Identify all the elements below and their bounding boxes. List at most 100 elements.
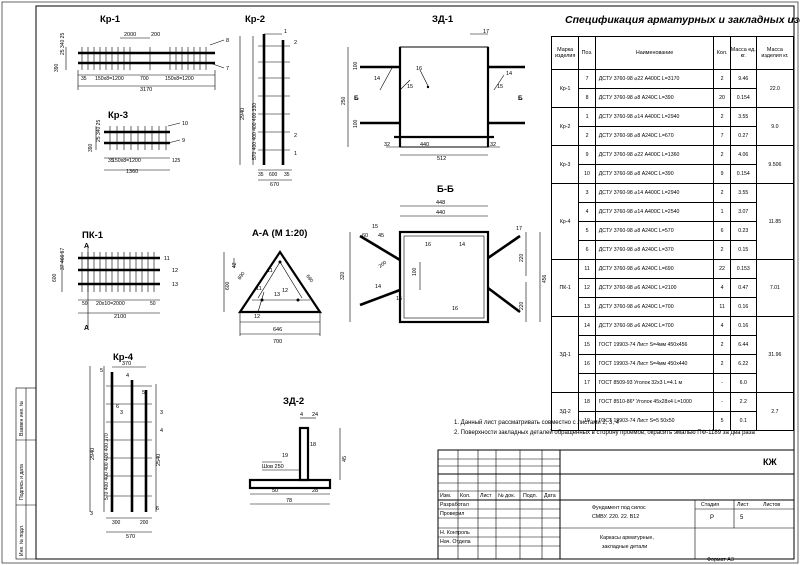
- svg-text:646: 646: [273, 327, 282, 333]
- spec-pos-cell: 11: [578, 259, 596, 279]
- spec-qty-cell: 1: [713, 202, 731, 222]
- svg-text:100: 100: [353, 61, 359, 70]
- spec-name-cell: ГОСТ 8510-86* Уголок 45х28х4 L=1000: [594, 392, 715, 412]
- spec-header-total-mass: Масса изделия кг.: [755, 36, 795, 70]
- svg-text:3: 3: [120, 410, 123, 416]
- kr3-drawing: Кр-3 150x8=1200 35 125 1360 10 9 390 25 …: [88, 110, 188, 175]
- svg-text:150x8=1200: 150x8=1200: [112, 158, 141, 164]
- svg-text:456: 456: [542, 274, 548, 283]
- spec-pos-cell: 1: [578, 107, 596, 127]
- drawing-frame: [35, 5, 795, 560]
- svg-text:440: 440: [420, 142, 429, 148]
- spec-mass-cell: 0.27: [729, 126, 757, 146]
- svg-text:11: 11: [267, 268, 273, 274]
- svg-text:15: 15: [407, 84, 413, 90]
- spec-name-cell: ДСТУ 3760-98 ⌀8 А240С L=570: [594, 221, 715, 241]
- svg-text:2540: 2540: [156, 454, 162, 466]
- tb-project-line1: Фундамент под силос: [592, 505, 646, 511]
- svg-text:50: 50: [272, 488, 278, 494]
- svg-text:390: 390: [88, 143, 94, 152]
- svg-text:220: 220: [519, 301, 525, 310]
- spec-mass-cell: 0.15: [729, 240, 757, 260]
- svg-text:37 466 97: 37 466 97: [60, 248, 66, 270]
- svg-text:14: 14: [374, 76, 380, 82]
- spec-qty-cell: 4: [713, 316, 731, 336]
- tb-project-line2: СМВУ. 220. 22. В12: [592, 514, 640, 520]
- kr2-drawing: Кр-2 1 2 2 1 2940 570 400 400 400 400 33…: [239, 14, 297, 188]
- spec-qty-cell: 2: [713, 69, 731, 89]
- svg-text:50: 50: [150, 301, 156, 307]
- tb-list-number: 5: [740, 515, 744, 521]
- svg-text:А: А: [84, 243, 89, 250]
- spec-total-cell: 11.85: [755, 183, 795, 260]
- spec-qty-cell: 11: [713, 297, 731, 317]
- svg-text:12: 12: [172, 268, 178, 274]
- tb-stadiya: Р: [710, 515, 715, 521]
- svg-text:220: 220: [519, 253, 525, 262]
- spec-mark-cell: Кр-4: [550, 183, 580, 260]
- spec-mass-cell: 3.55: [729, 183, 757, 203]
- svg-text:32: 32: [490, 142, 496, 148]
- tb-hdr-podp: Подп.: [523, 493, 538, 499]
- kr4-title: Кр-4: [113, 352, 134, 363]
- svg-text:390: 390: [54, 63, 60, 72]
- svg-text:20x10=2000: 20x10=2000: [96, 301, 125, 307]
- svg-text:200: 200: [151, 32, 160, 38]
- spec-pos-cell: 5: [578, 221, 596, 241]
- svg-text:Б: Б: [518, 95, 523, 102]
- spec-pos-cell: 8: [578, 88, 596, 108]
- svg-text:35: 35: [108, 158, 114, 164]
- note-2: 2. Поверхности закладных деталей обращен…: [454, 430, 755, 436]
- bb-section: Б-Б 448 440 15 45 60 16 14 14 15 16 17 3…: [340, 184, 548, 324]
- svg-text:200: 200: [140, 520, 149, 526]
- tb-hdr-listov: Листов: [763, 502, 781, 508]
- spec-pos-cell: 6: [578, 240, 596, 260]
- spec-mass-cell: 6.44: [729, 335, 757, 355]
- spec-qty-cell: 2: [713, 107, 731, 127]
- svg-text:45: 45: [378, 233, 384, 239]
- spec-mass-cell: 0.153: [729, 259, 757, 279]
- spec-name-cell: ГОСТ 19903-74 Лист S=4мм 450х440: [594, 354, 715, 374]
- spec-mass-cell: 0.16: [729, 297, 757, 317]
- spec-mass-cell: 3.07: [729, 202, 757, 222]
- spec-mass-cell: 0.23: [729, 221, 757, 241]
- svg-text:17: 17: [516, 226, 522, 232]
- spec-header-row: Марка изделия Поз. Наименование Кол. Мас…: [550, 36, 795, 70]
- spec-name-cell: ДСТУ 3760-98 ⌀8 А240С L=390: [594, 164, 715, 184]
- spec-pos-cell: 17: [578, 373, 596, 393]
- svg-text:13: 13: [274, 292, 280, 298]
- svg-text:Шов 250: Шов 250: [262, 464, 284, 470]
- svg-text:570 400 400 400 400 400 370: 570 400 400 400 400 400 370: [104, 433, 110, 500]
- spec-name-cell: ДСТУ 3760-98 ⌀22 А400С L=3170: [594, 69, 715, 89]
- svg-text:14: 14: [459, 242, 465, 248]
- svg-text:16: 16: [416, 66, 422, 72]
- spec-total-cell: 31.96: [755, 316, 795, 393]
- svg-text:35: 35: [258, 172, 264, 178]
- svg-text:1360: 1360: [126, 169, 138, 175]
- spec-mass-cell: 0.154: [729, 164, 757, 184]
- spec-mass-cell: 4.06: [729, 145, 757, 165]
- tb-proveril: Проверил: [440, 511, 465, 517]
- zd1-title: ЗД-1: [432, 14, 454, 25]
- spec-name-cell: ДСТУ 3760-98 ⌀6 А240С L=700: [594, 297, 715, 317]
- spec-qty-cell: -: [713, 373, 731, 393]
- spec-qty-cell: 22: [713, 259, 731, 279]
- spec-total-cell: 22.0: [755, 69, 795, 108]
- tb-hdr-izm: Изм.: [440, 493, 452, 499]
- svg-text:18: 18: [310, 442, 316, 448]
- svg-text:600: 600: [269, 172, 278, 178]
- tb-nkontrol: Н. Контроль: [440, 530, 470, 536]
- svg-text:2: 2: [294, 40, 297, 46]
- spec-qty-cell: 2: [713, 183, 731, 203]
- svg-text:35: 35: [81, 76, 87, 82]
- svg-text:570: 570: [126, 534, 135, 540]
- svg-text:Б: Б: [354, 95, 359, 102]
- spec-title: Спецификация арматурных и закладных изде…: [565, 14, 800, 26]
